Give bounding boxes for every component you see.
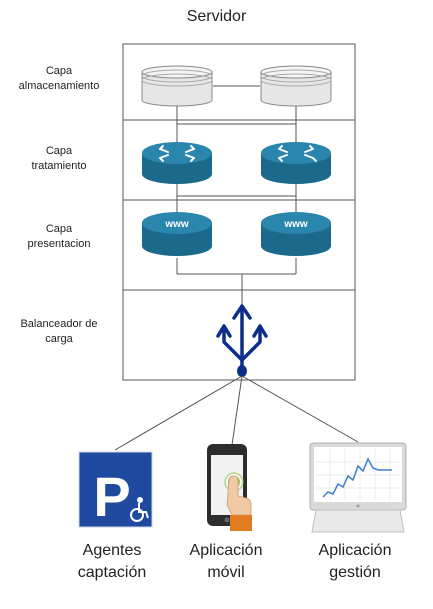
database-icon [260, 65, 332, 107]
wheelchair-icon [130, 497, 149, 522]
client-label-mobile-line1: Aplicación [189, 542, 263, 559]
layer-label-presentation-line1: Capa [45, 223, 73, 235]
layer-label-balancer: Balanceador de carga [0, 317, 118, 347]
layer-label-balancer-line2: carga [45, 333, 73, 345]
client-label-management-line1: Aplicación [318, 542, 392, 559]
client-connections [114, 375, 359, 451]
layer-label-storage-line2: almacenamiento [18, 80, 100, 92]
client-label-agents-line1: Agentes [82, 542, 142, 559]
router-icon [142, 142, 212, 184]
www-label: www [283, 219, 308, 230]
layer-label-storage: Capa almacenamiento [0, 64, 118, 94]
layer-label-processing-line1: Capa [45, 145, 73, 157]
web-server-icon: www [142, 212, 212, 256]
parking-icon: P [78, 451, 153, 528]
client-label-agents: Agentes captación [62, 540, 162, 584]
layer-label-presentation-line2: presentacion [27, 238, 91, 250]
layer-label-storage-line1: Capa [45, 65, 73, 77]
client-label-management: Aplicación gestión [305, 540, 405, 584]
layer-label-processing-line2: tratamiento [31, 160, 87, 172]
server-box [122, 43, 356, 381]
client-label-mobile: Aplicación móvil [176, 540, 276, 584]
finger-icon [226, 475, 252, 516]
internal-connections [176, 85, 297, 305]
web-server-icon: www [261, 212, 331, 256]
layer-label-processing: Capa tratamiento [0, 144, 118, 174]
monitor-chart-line [322, 457, 392, 498]
layer-label-presentation: Capa presentacion [0, 222, 118, 252]
monitor-grid [316, 449, 400, 500]
client-label-agents-line2: captación [77, 564, 147, 581]
database-icon [141, 65, 213, 107]
diagram-title: Servidor [186, 8, 247, 25]
sleeve-icon [230, 515, 252, 531]
www-label: www [164, 219, 189, 230]
client-label-management-line2: gestión [329, 564, 381, 581]
monitor-icon [309, 442, 407, 533]
load-balancer-icon [216, 304, 268, 377]
layer-label-balancer-line1: Balanceador de [20, 318, 98, 330]
router-icon [261, 142, 331, 184]
parking-letter: P [93, 465, 130, 528]
smartphone-icon [207, 444, 252, 531]
client-label-mobile-line2: móvil [207, 564, 245, 581]
